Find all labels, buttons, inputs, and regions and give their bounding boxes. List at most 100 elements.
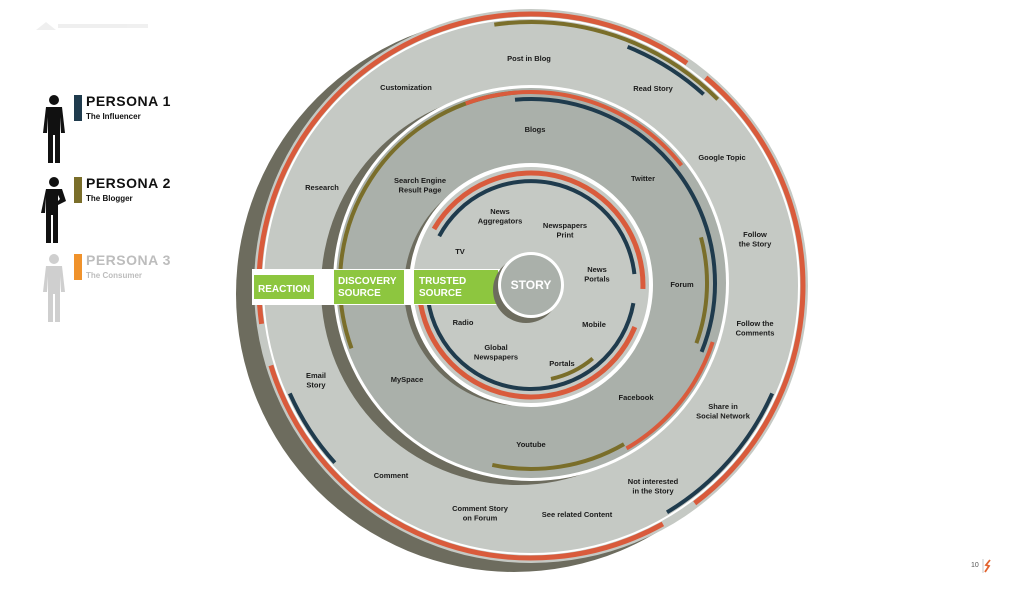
reaction-arc-blogger (494, 20, 720, 101)
item-label-line: News (490, 207, 510, 216)
persona-subtitle: The Blogger (86, 194, 133, 203)
item-label-line: Comment (374, 471, 409, 480)
persona-subtitle: The Consumer (86, 271, 143, 280)
reaction-arc-influencer (626, 44, 705, 96)
persona-1[interactable]: PERSONA 1 The Influencer (36, 93, 226, 165)
item-label-line: See related Content (542, 510, 613, 519)
item-label-line: Newspapers (543, 221, 587, 230)
discovery-label-line2: SOURCE (338, 288, 381, 299)
item-label-line: Portals (549, 359, 574, 368)
trusted-arc-blogger (550, 356, 594, 381)
discovery-source-item-label: Facebook (618, 393, 654, 402)
item-label-line: TV (455, 247, 465, 256)
discovery-arc-influencer (514, 97, 717, 353)
persona-name: PERSONA 2 (86, 175, 171, 191)
item-label-line: Radio (453, 318, 474, 327)
item-label-line: on Forum (463, 514, 498, 523)
item-label-line: Comment Story (452, 504, 509, 513)
item-label-line: Mobile (582, 320, 606, 329)
reaction-arc-consumer (256, 11, 689, 325)
item-label-line: Forum (670, 280, 694, 289)
discovery-arc-blogger (491, 442, 625, 471)
reaction-item-label: See related Content (542, 510, 613, 519)
trusted-label-box (414, 270, 498, 304)
discovery-source-item-label: MySpace (391, 375, 424, 384)
item-label-line: Customization (380, 83, 432, 92)
persona-color-bar (74, 95, 82, 121)
trusted-label-line2: SOURCE (419, 288, 462, 299)
trusted-arc-consumer (416, 284, 638, 400)
person-silhouette-icon (43, 95, 65, 163)
reaction-arc-influencer (287, 392, 337, 465)
reaction-arc-consumer (268, 364, 665, 561)
reaction-label: REACTION (258, 284, 310, 295)
item-label-line: Newspapers (474, 353, 518, 362)
brand-logo-icon (982, 559, 991, 573)
reaction-item-label: Read Story (633, 84, 673, 93)
item-label-line: in the Story (632, 487, 674, 496)
persona-3[interactable]: PERSONA 3 The Consumer (36, 252, 226, 324)
discovery-source-item-label: Twitter (631, 174, 655, 183)
item-label-line: Blogs (525, 125, 546, 134)
item-label-line: Result Page (399, 186, 442, 195)
reaction-item-label: Customization (380, 83, 432, 92)
item-label-line: Social Network (696, 412, 751, 421)
item-label-line: Aggregators (478, 217, 523, 226)
item-label-line: Share in (708, 402, 738, 411)
item-label-line: Print (556, 231, 574, 240)
item-label-line: Story (306, 381, 326, 390)
trusted-source-item-label: TV (455, 247, 465, 256)
discovery-label-line1: DISCOVERY (338, 276, 397, 287)
discovery-arc-consumer (625, 341, 715, 451)
item-label-line: Search Engine (394, 176, 446, 185)
discovery-arc-blogger (694, 236, 709, 344)
watermark-logo (36, 22, 148, 30)
item-label-line: Post in Blog (507, 54, 551, 63)
persona-2[interactable]: PERSONA 2 The Blogger (36, 175, 226, 247)
item-label-line: News (587, 265, 607, 274)
page-number: 10 (971, 562, 979, 569)
reaction-arc-influencer (665, 392, 775, 515)
item-label-line: Global (484, 343, 507, 352)
item-label-line: Follow the (736, 319, 773, 328)
persona-name: PERSONA 3 (86, 252, 171, 268)
reaction-item-label: Post in Blog (507, 54, 551, 63)
persona-name: PERSONA 1 (86, 93, 171, 109)
discovery-source-item-label: Youtube (516, 440, 545, 449)
persona-color-bar (74, 177, 82, 203)
person-silhouette-icon (43, 254, 65, 322)
item-label-line: Email (306, 371, 326, 380)
item-label-line: the Story (739, 240, 772, 249)
item-label-line: Facebook (618, 393, 654, 402)
person-silhouette-icon (41, 177, 66, 243)
discovery-source-item-label: Blogs (525, 125, 546, 134)
item-label-line: MySpace (391, 375, 424, 384)
trusted-source-item-label: Mobile (582, 320, 606, 329)
trusted-label-line1: TRUSTED (419, 276, 466, 287)
item-label-line: Read Story (633, 84, 673, 93)
item-label-line: Portals (584, 275, 609, 284)
item-label-line: Youtube (516, 440, 545, 449)
item-label-line: Google Topic (698, 153, 745, 162)
trusted-source-item-label: Radio (453, 318, 474, 327)
item-label-line: Comments (736, 329, 775, 338)
persona-color-bar (74, 254, 82, 280)
discovery-label-box (334, 270, 404, 304)
persona-subtitle: The Influencer (86, 112, 141, 121)
reaction-item-label: Google Topic (698, 153, 745, 162)
reaction-item-label: Comment (374, 471, 409, 480)
reaction-arc-consumer (693, 75, 806, 506)
discovery-arc-consumer (465, 90, 684, 167)
item-label-line: Research (305, 183, 339, 192)
